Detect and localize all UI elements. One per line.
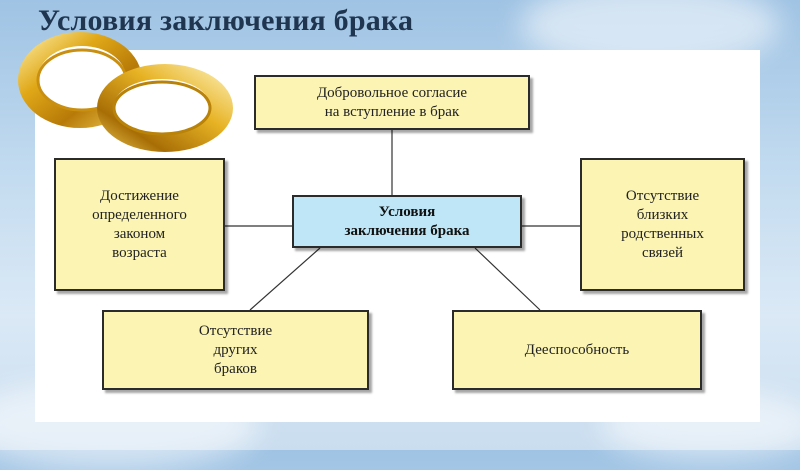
slide-title: Условия заключения брака [38, 4, 414, 37]
node-legal-age-label: Достижение определенного законом возраст… [92, 187, 187, 261]
center-node: Условия заключения брака [292, 195, 522, 248]
node-no-other-marriages-label: Отсутствие других браков [198, 322, 273, 377]
node-legal-age: Достижение определенного законом возраст… [54, 158, 225, 291]
diagram-panel: Условия заключения брака Добровольное со… [35, 50, 760, 422]
connector-bottom-right [474, 247, 541, 311]
node-no-close-kinship: Отсутствие близких родственных связей [580, 158, 745, 291]
ring-right [97, 64, 233, 152]
node-legal-capacity: Дееспособность [452, 310, 702, 390]
node-voluntary-consent-label: Добровольное согласие на вступление в бр… [316, 84, 468, 120]
connector-lines [225, 130, 580, 311]
wedding-rings-image [18, 32, 233, 152]
node-legal-capacity-label: Дееспособность [524, 341, 630, 358]
connector-bottom-left [249, 247, 321, 311]
node-no-other-marriages: Отсутствие других браков [102, 310, 369, 390]
node-no-close-kinship-label: Отсутствие близких родственных связей [621, 187, 704, 261]
node-voluntary-consent: Добровольное согласие на вступление в бр… [254, 75, 530, 130]
center-node-label: Условия заключения брака [344, 203, 470, 239]
